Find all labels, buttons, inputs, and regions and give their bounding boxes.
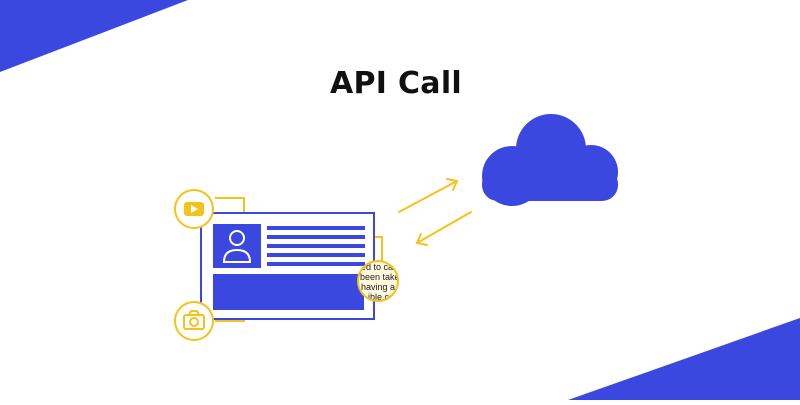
text-lines	[267, 226, 365, 266]
content-block	[213, 274, 364, 310]
cloud-icon	[482, 114, 618, 206]
response-arrow	[415, 211, 472, 246]
top-left-corner-shape	[0, 0, 188, 72]
camera-bubble	[174, 301, 214, 341]
web-page-card	[200, 212, 375, 320]
lens-text-line-1: ed to call	[361, 262, 397, 272]
diagram-title: API Call	[329, 66, 463, 101]
bottom-right-corner-shape	[568, 318, 800, 400]
magnifier-lens: ed to call been taken having a f ible c	[357, 260, 405, 302]
lens-text-line-3: having a f	[361, 282, 401, 292]
lens-text-line-4: ible c	[368, 292, 390, 302]
user-icon	[222, 230, 252, 263]
lens-text-line-2: been taken	[360, 272, 405, 282]
youtube-bubble	[174, 189, 214, 229]
request-arrow	[398, 178, 459, 213]
camera-icon	[183, 310, 205, 330]
youtube-icon	[184, 202, 204, 216]
